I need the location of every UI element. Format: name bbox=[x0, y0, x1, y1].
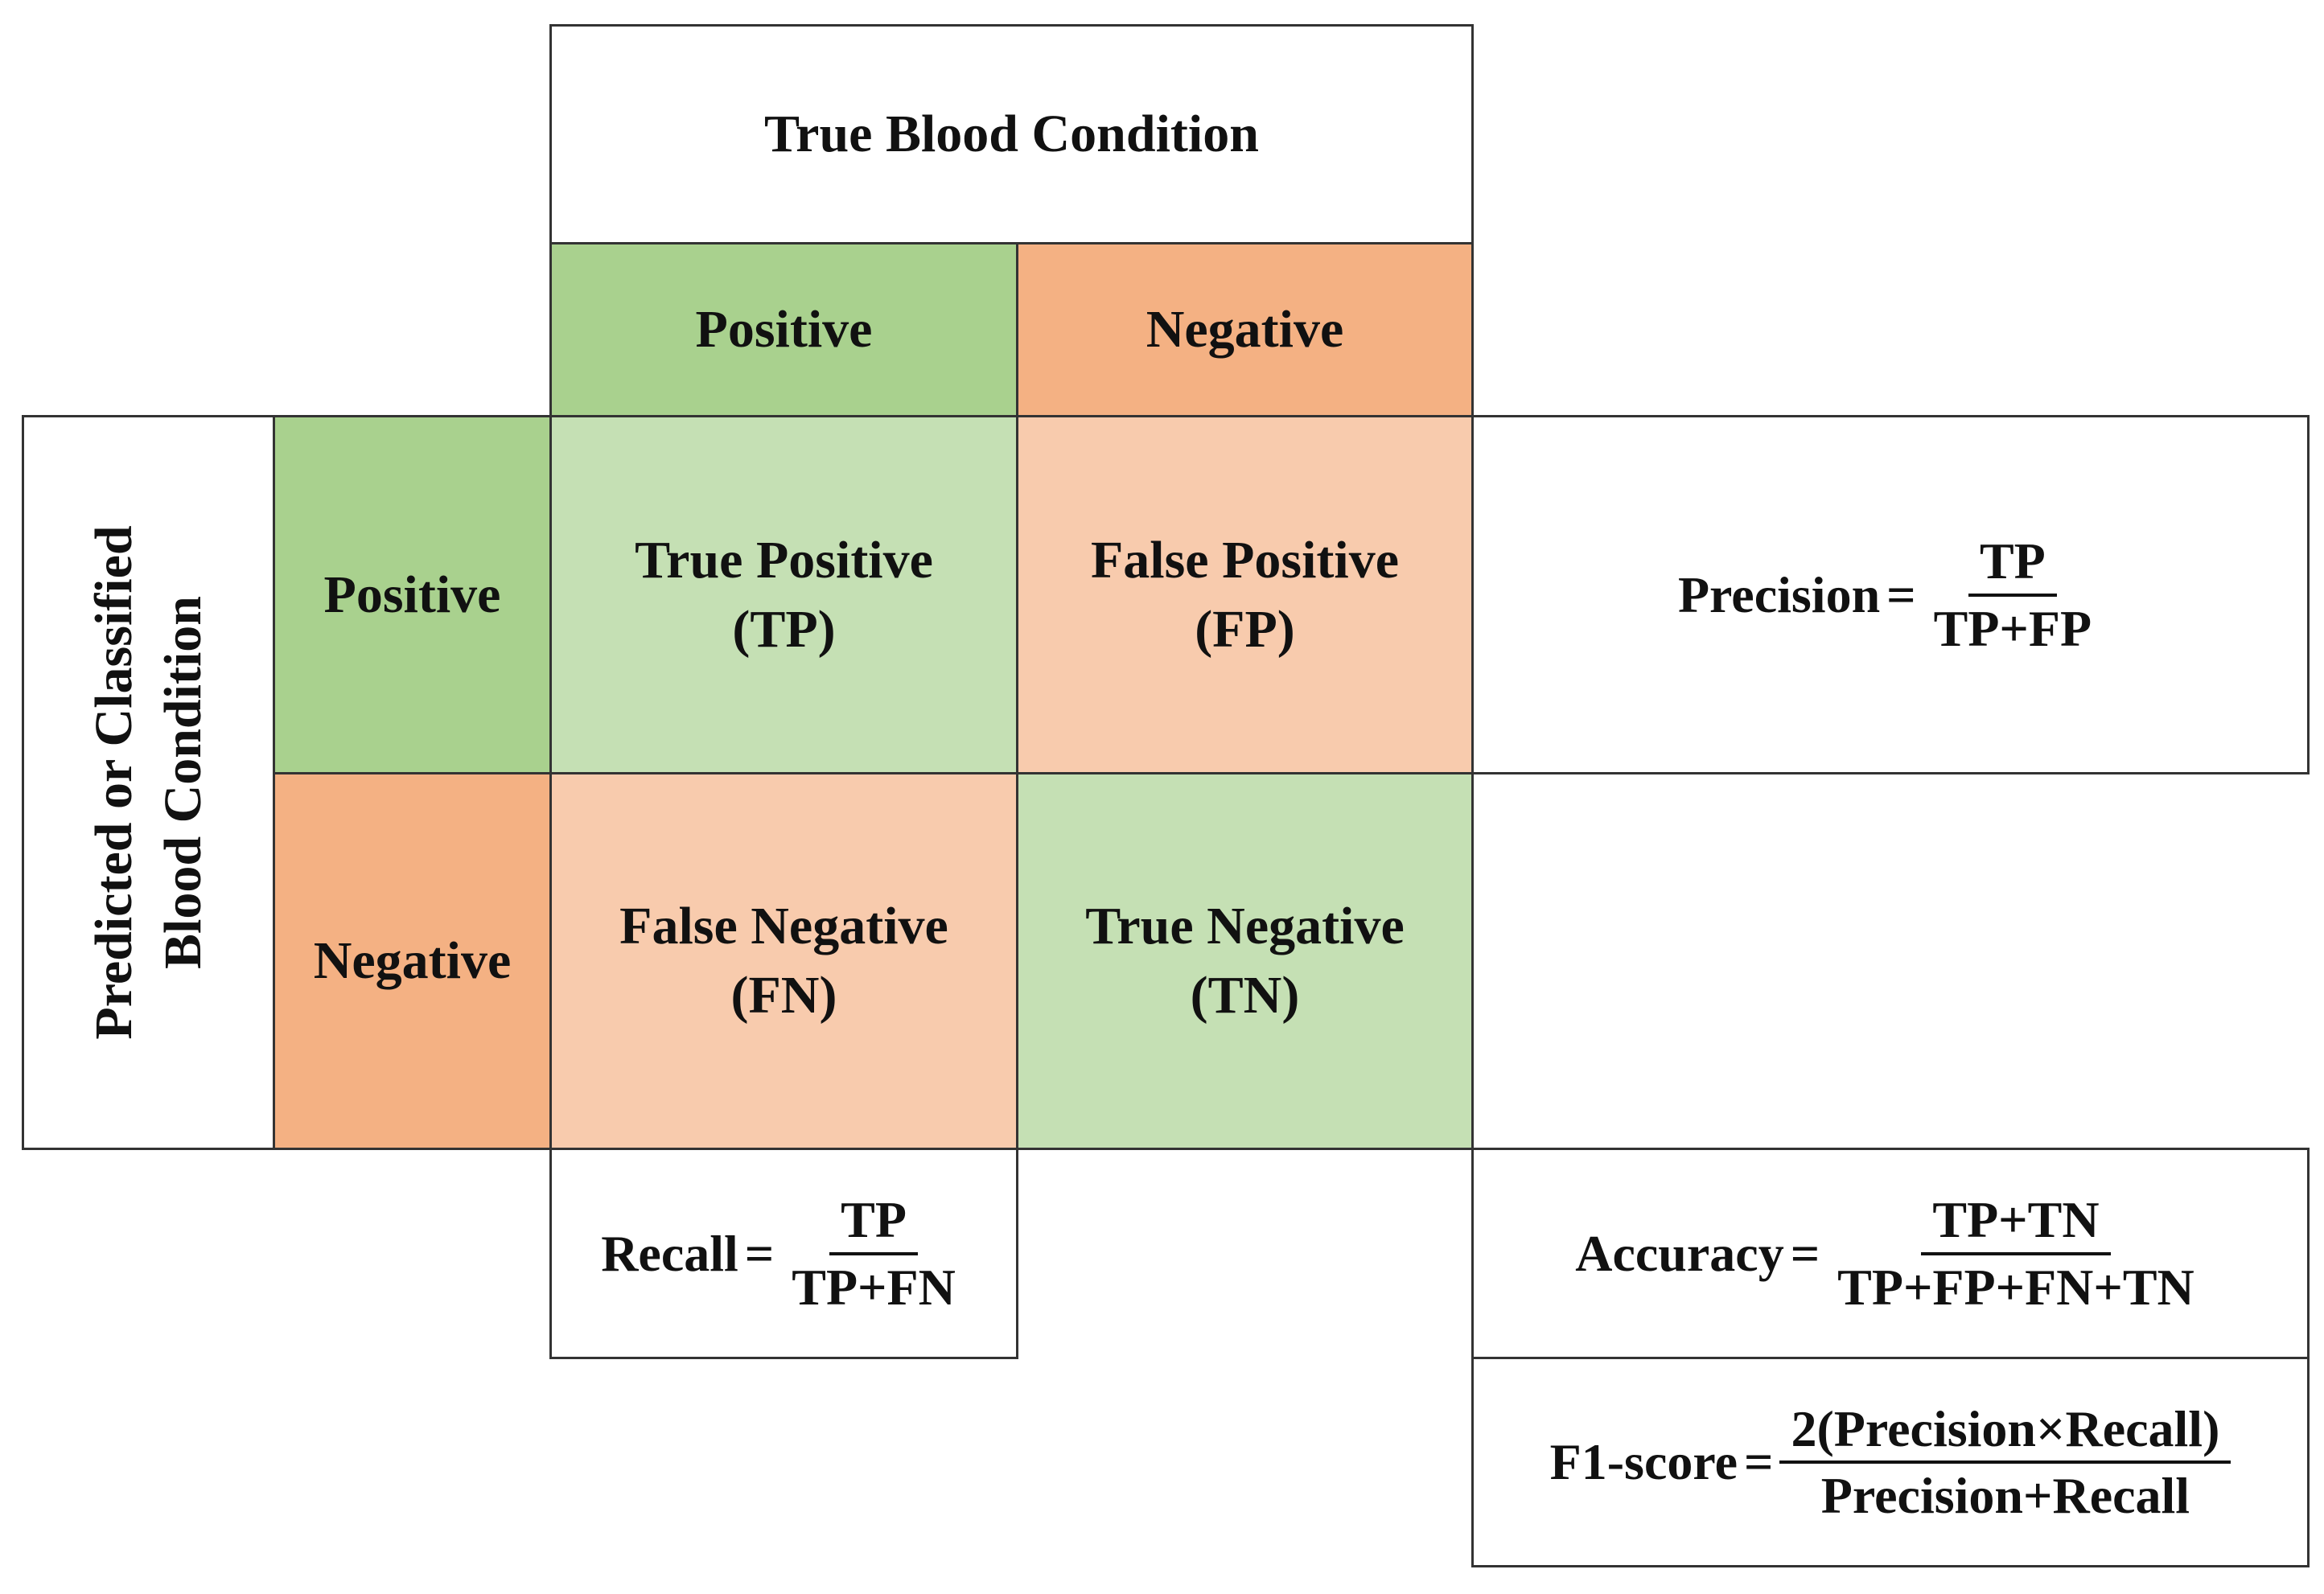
column-header-positive-label: Positive bbox=[695, 300, 873, 359]
column-header-positive: Positive bbox=[549, 242, 1018, 417]
precision-numerator: TP bbox=[1968, 534, 2057, 597]
cell-fp-abbr: (FP) bbox=[1195, 599, 1295, 659]
cell-tp-abbr: (TP) bbox=[732, 599, 836, 659]
cell-fp-name: False Positive bbox=[1090, 530, 1400, 590]
recall-equals: = bbox=[744, 1224, 775, 1282]
accuracy-label: Accuracy bbox=[1575, 1224, 1784, 1282]
f1-score-label: F1-score bbox=[1549, 1433, 1738, 1490]
f1-score-fraction: 2(Precision×Recall) Precision+Recall bbox=[1779, 1402, 2231, 1522]
f1-score-formula-box: F1-score = 2(Precision×Recall) Precision… bbox=[1471, 1357, 2310, 1567]
predicted-condition-axis-box: Predicted or Classified Blood Condition bbox=[22, 415, 275, 1150]
cell-tn-name: True Negative bbox=[1085, 897, 1405, 956]
row-header-negative-label: Negative bbox=[313, 931, 512, 990]
recall-formula-box: Recall = TP TP+FN bbox=[549, 1148, 1018, 1359]
column-header-negative: Negative bbox=[1016, 242, 1474, 417]
f1-score-denominator: Precision+Recall bbox=[1820, 1467, 2190, 1524]
column-header-negative-label: Negative bbox=[1146, 300, 1344, 359]
f1-score-numerator: 2(Precision×Recall) bbox=[1779, 1402, 2231, 1464]
accuracy-equals: = bbox=[1790, 1224, 1820, 1282]
recall-formula: Recall = TP TP+FN bbox=[601, 1193, 967, 1316]
cell-tn-abbr: (TN) bbox=[1190, 966, 1300, 1025]
accuracy-formula-box: Accuracy = TP+TN TP+FP+FN+TN bbox=[1471, 1148, 2310, 1359]
cell-tp-name: True Positive bbox=[635, 530, 933, 590]
cell-false-positive: False Positive (FP) bbox=[1016, 415, 1474, 774]
recall-label: Recall bbox=[601, 1224, 738, 1282]
cell-fn-name: False Negative bbox=[619, 897, 948, 956]
f1-score-formula: F1-score = 2(Precision×Recall) Precision… bbox=[1550, 1402, 2231, 1522]
precision-formula-box: Precision = TP TP+FP bbox=[1471, 415, 2310, 774]
accuracy-fraction: TP+TN TP+FP+FN+TN bbox=[1826, 1193, 2206, 1316]
predicted-condition-axis-label: Predicted or Classified Blood Condition bbox=[80, 525, 218, 1039]
recall-denominator: TP+FN bbox=[792, 1258, 956, 1316]
recall-fraction: TP TP+FN bbox=[780, 1193, 967, 1316]
f1-score-equals: = bbox=[1744, 1433, 1774, 1490]
cell-fn-abbr: (FN) bbox=[730, 966, 837, 1025]
cell-true-positive: True Positive (TP) bbox=[549, 415, 1018, 774]
precision-fraction: TP TP+FP bbox=[1923, 534, 2103, 655]
precision-denominator: TP+FP bbox=[1933, 599, 2092, 657]
cell-true-negative: True Negative (TN) bbox=[1016, 772, 1474, 1150]
true-condition-title: True Blood Condition bbox=[764, 105, 1259, 163]
row-header-negative: Negative bbox=[273, 772, 552, 1150]
cell-false-negative: False Negative (FN) bbox=[549, 772, 1018, 1150]
accuracy-denominator: TP+FP+FN+TN bbox=[1837, 1258, 2194, 1316]
axis-label-line2: Blood Condition bbox=[153, 596, 212, 969]
precision-equals: = bbox=[1886, 565, 1916, 623]
true-condition-title-box: True Blood Condition bbox=[549, 24, 1474, 244]
accuracy-formula: Accuracy = TP+TN TP+FP+FN+TN bbox=[1575, 1193, 2206, 1316]
row-header-positive: Positive bbox=[273, 415, 552, 774]
row-header-positive-label: Positive bbox=[323, 565, 501, 624]
axis-label-line1: Predicted or Classified bbox=[84, 525, 143, 1040]
precision-label: Precision bbox=[1677, 565, 1881, 623]
recall-numerator: TP bbox=[829, 1193, 918, 1255]
precision-formula: Precision = TP TP+FP bbox=[1678, 534, 2103, 655]
accuracy-numerator: TP+TN bbox=[1921, 1193, 2111, 1255]
